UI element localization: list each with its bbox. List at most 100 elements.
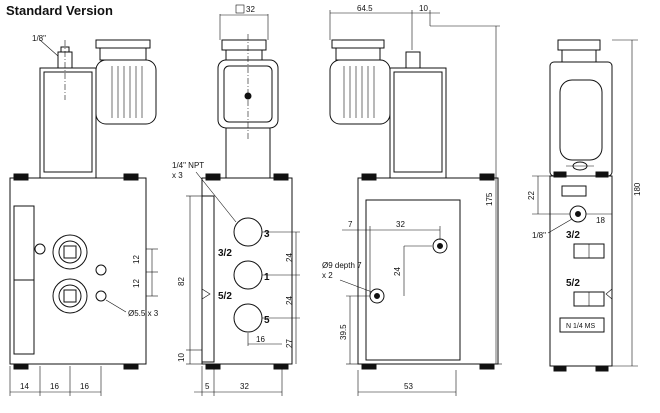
front-pilot-label: 1/8"	[32, 34, 46, 43]
coil-cap	[95, 39, 151, 49]
manual-override-3-2	[52, 234, 88, 270]
right-plate: N 1/4 MS	[566, 323, 596, 330]
right-view: 3/2 5/2 N 1/4 MS 22 18 1/8" 180	[527, 39, 642, 372]
hole-center	[374, 293, 380, 299]
body-foot	[479, 363, 495, 370]
body-foot	[595, 365, 609, 372]
side-dim-24b: 24	[285, 296, 294, 305]
front-dim-16b: 16	[80, 382, 89, 391]
body-foot	[553, 365, 567, 372]
label-slot	[561, 185, 587, 197]
end-plate-notch	[201, 288, 211, 300]
side-square: 32	[246, 5, 255, 14]
override-ring	[58, 284, 82, 308]
port-5	[233, 303, 263, 333]
coil-cap	[331, 39, 385, 49]
coil-connector	[561, 49, 597, 63]
operator-body	[39, 67, 97, 179]
valve-body	[9, 177, 147, 365]
front-dim-12a: 12	[132, 255, 141, 264]
side-npt-2: x 3	[172, 171, 183, 180]
right-function-3-2: 3/2	[566, 230, 580, 241]
mount-hole	[34, 243, 46, 255]
front-dim-12b: 12	[132, 279, 141, 288]
valve-body	[201, 177, 293, 365]
side-dim-32: 32	[240, 382, 249, 391]
body-tab	[479, 173, 495, 181]
side-dim-27: 27	[285, 339, 294, 348]
rear-view: 64.5 10 7 32 24 Ø9 depth 7	[322, 4, 502, 396]
body-foot	[205, 363, 221, 370]
solenoid-coil	[95, 59, 157, 125]
npt-leader	[195, 171, 237, 223]
coil-connector	[335, 47, 381, 61]
end-plate-notch	[605, 288, 613, 300]
page-title: Standard Version	[6, 3, 113, 18]
pilot-leader	[547, 218, 573, 234]
operator-body	[389, 67, 447, 179]
side-dim-10: 10	[177, 353, 186, 362]
right-pilot-label: 1/8"	[532, 231, 546, 240]
right-dim-22: 22	[527, 191, 536, 200]
holes-leader	[339, 279, 373, 293]
rear-plate	[365, 199, 461, 361]
override-knob	[63, 289, 77, 303]
side-function-5-2: 5/2	[218, 291, 232, 302]
body-tab	[13, 173, 29, 181]
valve-body	[549, 175, 613, 367]
body-tab	[123, 173, 139, 181]
operator-inner	[43, 71, 93, 173]
rear-dim-24: 24	[393, 267, 402, 276]
right-dim-180: 180	[633, 182, 642, 196]
body-foot	[361, 363, 377, 370]
hole-center	[437, 243, 443, 249]
nameplate	[559, 317, 605, 333]
body-foot	[123, 363, 139, 370]
coil-window	[559, 79, 603, 161]
override-ring	[58, 240, 82, 264]
rear-dim-10: 10	[419, 4, 428, 13]
port-1	[233, 260, 263, 290]
mount-hole	[95, 290, 107, 302]
pilot-fitting	[405, 51, 421, 69]
solenoid-coil	[329, 59, 391, 125]
manual-override-5-2	[52, 278, 88, 314]
front-holes-label: Ø5.5 x 3	[128, 309, 159, 318]
front-view: 1/8" Ø5.5 x 3	[9, 34, 159, 396]
side-dim-5: 5	[205, 382, 210, 391]
side-dim-16: 16	[256, 335, 265, 344]
rear-dim-64-5: 64.5	[357, 4, 373, 13]
front-dim-16a: 16	[50, 382, 59, 391]
hole-center	[575, 211, 581, 217]
holes-leader	[105, 299, 127, 313]
body-tab	[361, 173, 377, 181]
side-dim-82: 82	[177, 277, 186, 286]
coil-connector	[225, 49, 263, 61]
body-foot	[13, 363, 29, 370]
rear-holes-2: x 2	[322, 271, 333, 280]
rear-holes-1: Ø9 depth 7	[322, 261, 362, 270]
right-function-5-2: 5/2	[566, 278, 580, 289]
coil-connector	[99, 47, 147, 61]
rear-dim-53: 53	[404, 382, 413, 391]
side-port-3: 3	[264, 229, 270, 240]
override-knob	[63, 245, 77, 259]
side-view: 32 3 1 5 3/2 5/2 1/4" NPT x 3 24 24	[172, 4, 300, 396]
body-tab	[205, 173, 221, 181]
operator-inner	[393, 71, 443, 173]
coil-cap	[221, 39, 267, 51]
body-foot	[273, 363, 289, 370]
pilot-leader	[39, 39, 59, 57]
side-port-5: 5	[264, 315, 270, 326]
rear-dim-39-5: 39.5	[339, 324, 348, 340]
valve-body	[357, 177, 499, 365]
body-tab	[553, 171, 567, 178]
body-tab	[273, 173, 289, 181]
side-npt-1: 1/4" NPT	[172, 161, 204, 170]
end-plate	[201, 195, 215, 363]
side-dim-24a: 24	[285, 253, 294, 262]
solenoid-coil-side	[549, 61, 613, 177]
rear-dim-32: 32	[396, 220, 405, 229]
front-dim-14: 14	[20, 382, 29, 391]
right-dim-18: 18	[596, 216, 605, 225]
